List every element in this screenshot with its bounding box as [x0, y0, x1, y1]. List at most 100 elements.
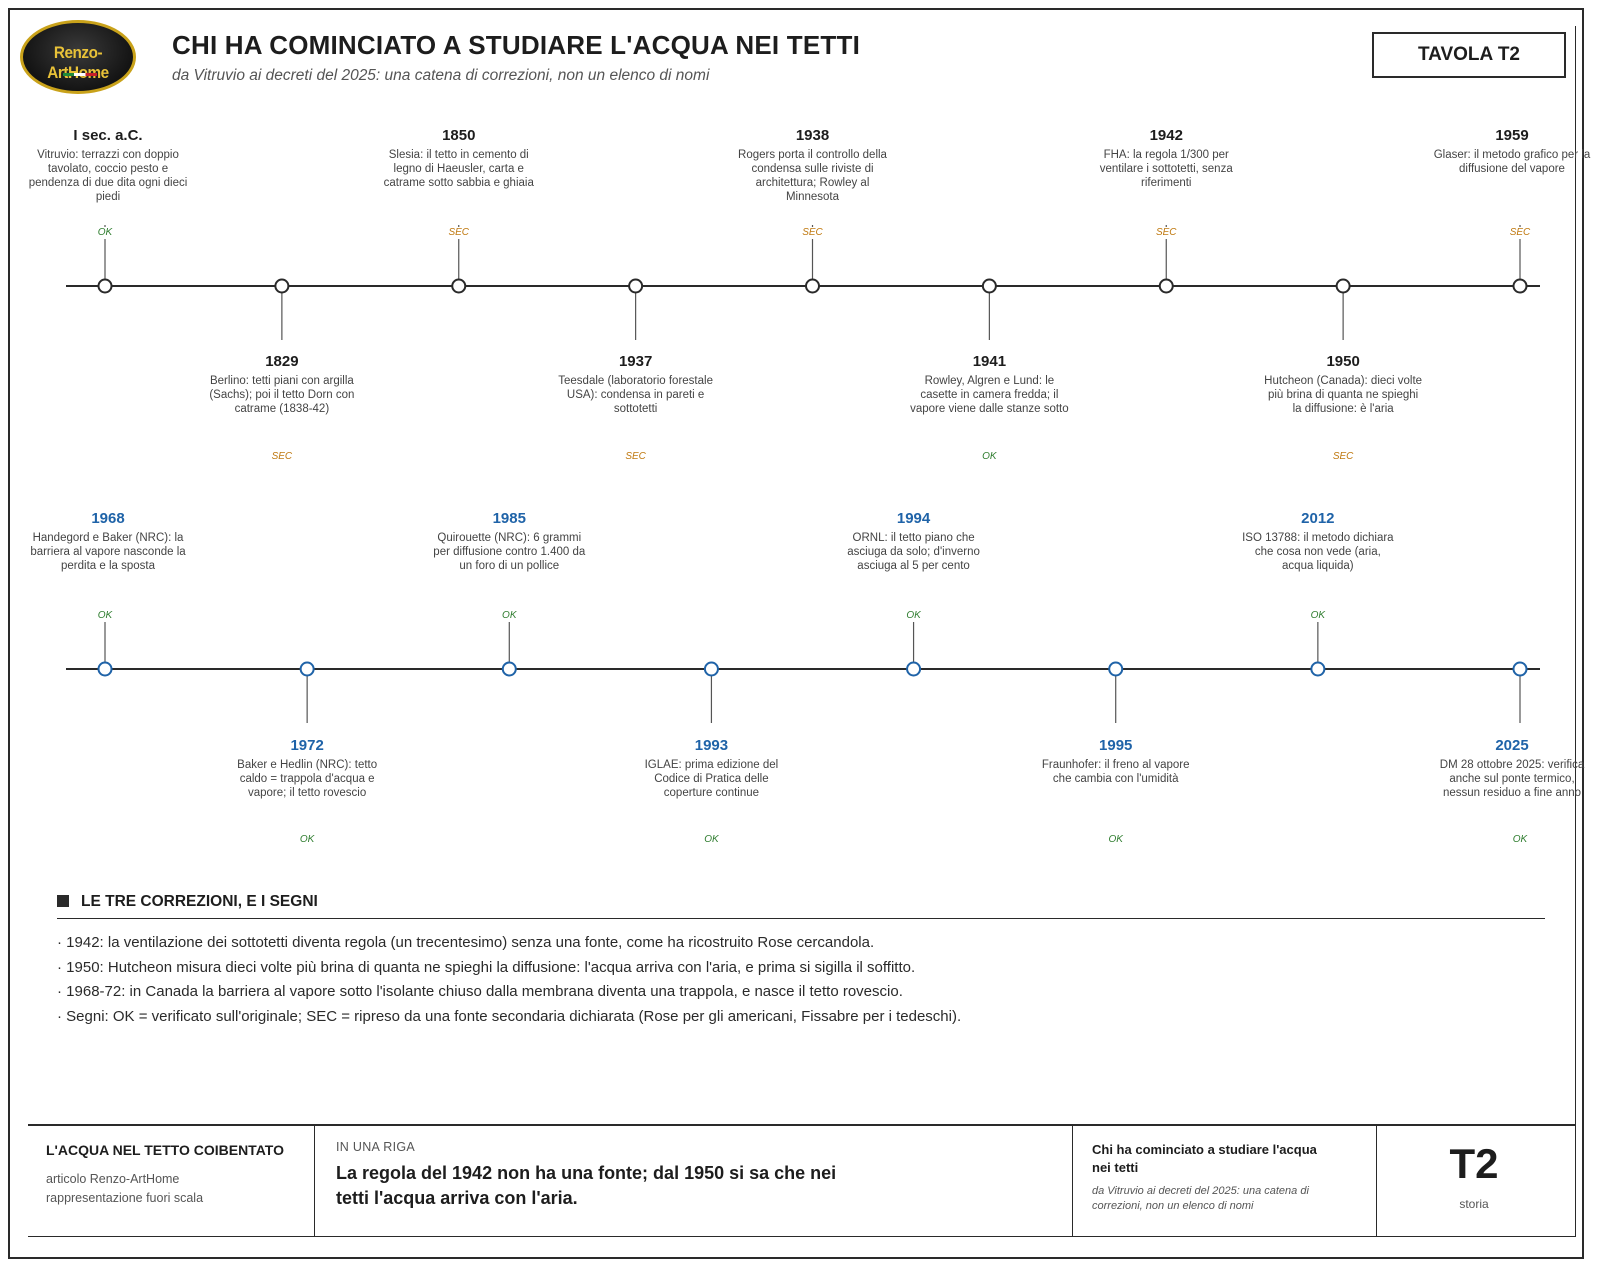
- event-description: ISO 13788: il metodo dichiara che cosa n…: [1242, 532, 1394, 572]
- event-year: 2025: [1495, 737, 1529, 754]
- source-badge: SEC: [1323, 451, 1364, 463]
- source-badge: OK: [1095, 834, 1136, 846]
- section-divider: [57, 918, 1545, 919]
- timeline-node: [274, 278, 290, 294]
- plate-label: TAVOLA T2: [1372, 32, 1566, 78]
- plate-title: Chi ha cominciato a studiare l'acqua nei…: [1092, 1142, 1317, 1175]
- plate-category: storia: [1459, 1197, 1489, 1211]
- event-year: 1985: [492, 510, 526, 527]
- event-year: 1850: [442, 127, 476, 144]
- event-description: Vitruvio: terrazzi con doppio tavolato, …: [28, 149, 188, 203]
- series-title: L'ACQUA NEL TETTO COIBENTATO: [46, 1142, 284, 1158]
- page-subtitle: da Vitruvio ai decreti del 2025: una cat…: [172, 67, 710, 84]
- timeline-node: [1512, 278, 1528, 294]
- outer-frame: [8, 8, 1584, 1259]
- event-description: Berlino: tetti piani con argilla (Sachs)…: [209, 375, 355, 415]
- timeline-node: [703, 661, 719, 677]
- plate-subtitle: da Vitruvio ai decreti del 2025: una cat…: [1092, 1185, 1309, 1212]
- source-badge: OK: [1297, 610, 1338, 622]
- event-year: 1829: [265, 353, 299, 370]
- source-badge: SEC: [792, 227, 833, 239]
- list-item: · 1968-72: in Canada la barriera al vapo…: [57, 983, 903, 1000]
- event-year: 1993: [694, 737, 729, 754]
- one-liner-kicker: IN UNA RIGA: [336, 1140, 416, 1154]
- series-info: articolo Renzo-ArtHome rappresentazione …: [46, 1170, 203, 1208]
- timeline-node: [501, 661, 517, 677]
- event-description: FHA: la regola 1/300 per ventilare i sot…: [1099, 149, 1233, 189]
- event-description: DM 28 ottobre 2025: verifica anche sul p…: [1439, 759, 1585, 799]
- square-bullet-icon: [57, 895, 69, 907]
- footer-bottom-rule: [28, 1236, 1576, 1237]
- event-year: 1941: [972, 353, 1007, 370]
- timeline-node: [1512, 661, 1528, 677]
- source-badge: SEC: [615, 451, 656, 463]
- event-description: Hutcheon (Canada): dieci volte più brina…: [1264, 375, 1423, 415]
- logo-text: Renzo-ArtHome: [47, 43, 109, 82]
- event-description: Handegord e Baker (NRC): la barriera al …: [30, 532, 186, 572]
- italian-flag-icon: [63, 73, 97, 76]
- event-year: 1937: [618, 353, 653, 370]
- event-year: 1959: [1495, 127, 1529, 144]
- page-title: CHI HA COMINCIATO A STUDIARE L'ACQUA NEI…: [172, 30, 860, 60]
- source-badge: OK: [287, 834, 328, 846]
- timeline-svg: [66, 225, 1540, 723]
- timeline-node: [451, 278, 467, 294]
- source-badge: OK: [1500, 834, 1540, 846]
- event-description: Rogers porta il controllo della condensa…: [738, 149, 887, 203]
- source-badge: SEC: [1146, 227, 1187, 239]
- timeline-node: [628, 278, 644, 294]
- event-description: ORNL: il tetto piano che asciuga da solo…: [847, 532, 980, 572]
- source-badge: OK: [691, 834, 732, 846]
- timeline-node: [1335, 278, 1351, 294]
- plate-code: T2: [1449, 1140, 1499, 1187]
- footer-divider: [1376, 1124, 1377, 1236]
- event-description: Baker e Hedlin (NRC): tetto caldo = trap…: [237, 759, 378, 799]
- event-year: 2012: [1301, 510, 1335, 527]
- event-year: 1950: [1326, 353, 1360, 370]
- source-badge: OK: [489, 610, 530, 622]
- source-badge: SEC: [438, 227, 479, 239]
- timeline-node: [97, 278, 113, 294]
- timeline-node: [1108, 661, 1124, 677]
- list-item: · Segni: OK = verificato sull'originale;…: [57, 1007, 962, 1025]
- timeline-event: I sec. a.C.Vitruvio: terrazzi con doppio…: [28, 127, 188, 204]
- event-year: 1942: [1149, 127, 1183, 144]
- event-description: Teesdale (laboratorio forestale USA): co…: [558, 375, 713, 415]
- source-badge: SEC: [1500, 227, 1540, 239]
- event-description: Rowley, Algren e Lund: le casette in cam…: [910, 375, 1069, 415]
- timeline-node: [1310, 661, 1326, 677]
- source-badge: SEC: [261, 451, 302, 463]
- footer-divider: [314, 1124, 315, 1236]
- source-badge: OK: [85, 227, 125, 239]
- source-badge: OK: [893, 610, 934, 622]
- timeline-node: [1158, 278, 1174, 294]
- timeline-node: [299, 661, 315, 677]
- timeline-event: 2025 DM 28 ottobre 2025: verifica anche s…: [1432, 737, 1592, 800]
- timeline-node: [97, 661, 113, 677]
- event-year: 1995: [1099, 737, 1133, 754]
- event-year: 1972: [290, 737, 324, 754]
- event-year: 1938: [795, 127, 830, 144]
- inner-frame: [28, 26, 1576, 1236]
- event-year: 1968: [91, 510, 125, 527]
- source-badge: OK: [969, 451, 1010, 463]
- section-heading: LE TRE CORREZIONI, E I SEGNI: [57, 893, 318, 911]
- one-liner-text: La regola del 1942 non ha una fonte; dal…: [336, 1163, 837, 1208]
- list-item: · 1942: la ventilazione dei sottotetti d…: [57, 934, 875, 951]
- footer-divider: [1072, 1124, 1073, 1236]
- brand-logo: Renzo-ArtHome: [20, 20, 136, 94]
